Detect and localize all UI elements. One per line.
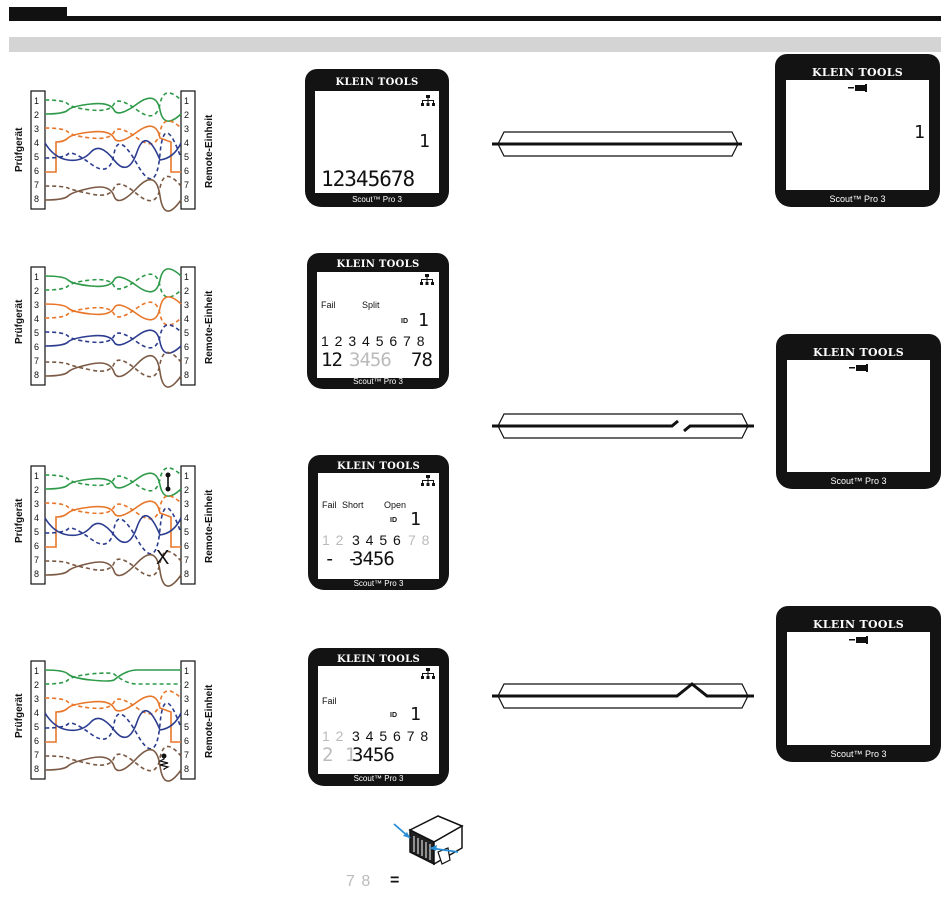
lcd-id-value: 1: [419, 131, 430, 152]
tester-device-1: KLEIN TOOLS 1 12345678 Scout™ Pro 3: [305, 69, 449, 207]
status-fail: Fail: [322, 696, 337, 706]
id-label: ID: [390, 712, 397, 719]
legend-equals: =: [390, 872, 400, 889]
wiring-diagram-svg: [30, 465, 196, 587]
pin-row-bottom-left: 12: [321, 349, 343, 371]
lcd-pin-row: 12345678: [321, 167, 415, 191]
remote-label: Remote-Einheit: [204, 489, 215, 563]
tester-device-4: KLEIN TOOLS Fail ID 1 1 2 3 4 5 6 7 8 2 …: [308, 648, 449, 786]
tester-device-2: KLEIN TOOLS Fail Split ID 1 1 2 3 4 5 6 …: [307, 253, 449, 389]
id-label: ID: [401, 318, 408, 325]
plug-icon: [849, 636, 868, 644]
lcd-id-value: 1: [410, 509, 421, 530]
status-fail: Fail: [322, 500, 337, 510]
wiring-diagram-svg: [30, 266, 196, 388]
model-label: Scout™ Pro 3: [830, 749, 887, 759]
id-label: ID: [390, 517, 397, 524]
rj45-connector-icon: [393, 815, 464, 866]
lcd-id-value: 1: [418, 310, 429, 331]
remote-unit-1: KLEIN TOOLS 1 Scout™ Pro 3: [775, 54, 940, 207]
pin-row-bottom-blink: 3456: [349, 349, 392, 371]
legend-pins: 7 8: [346, 873, 372, 890]
status-split: Split: [362, 300, 380, 310]
fault-open-mark: X: [156, 547, 170, 569]
section-bar: [9, 37, 941, 52]
remote-screen: [787, 632, 930, 745]
cable-kink: [492, 682, 754, 709]
network-icon: [421, 475, 435, 486]
tester-device-3: KLEIN TOOLS Fail Short Open ID 1 1 2 3 4…: [308, 455, 449, 590]
pin-row-top: 1 2 3 4 5 6 7 8: [321, 333, 426, 349]
model-label: Scout™ Pro 3: [353, 579, 404, 588]
header-rule: [9, 16, 941, 21]
remote-unit-2: KLEIN TOOLS Scout™ Pro 3: [776, 334, 941, 489]
brand-logo: KLEIN TOOLS: [812, 346, 905, 359]
pin-row-bottom-right: 78: [411, 349, 433, 371]
lcd-screen: Fail Split ID 1 1 2 3 4 5 6 7 8 12 3456 …: [317, 272, 439, 378]
wiring-diagram-svg: [30, 90, 196, 212]
model-label: Scout™ Pro 3: [830, 476, 887, 486]
brand-logo: KLEIN TOOLS: [336, 654, 421, 665]
remote-label: Remote-Einheit: [204, 290, 215, 364]
brand-logo: KLEIN TOOLS: [811, 66, 904, 79]
plug-icon: [849, 364, 868, 372]
brand-logo: KLEIN TOOLS: [336, 461, 421, 472]
brand-logo: KLEIN TOOLS: [335, 77, 419, 88]
pin-row-top-faint-right: 7 8: [408, 532, 431, 548]
pin-row-top: 3 4 5 6: [352, 532, 402, 548]
remote-screen: 1: [786, 80, 929, 190]
lcd-screen: 1 12345678: [315, 91, 439, 193]
network-icon: [420, 274, 434, 285]
model-label: Scout™ Pro 3: [352, 195, 402, 204]
tester-label: Prüfgerät: [14, 498, 25, 543]
pin-row-bottom: 3456: [352, 744, 395, 766]
lcd-screen: Fail ID 1 1 2 3 4 5 6 7 8 2 1 3456: [318, 666, 439, 774]
remote-label: Remote-Einheit: [204, 684, 215, 758]
pin-row-top-faint: 1 2: [322, 728, 345, 744]
pin-row-bottom: 3456: [352, 548, 395, 570]
tester-label: Prüfgerät: [14, 299, 25, 344]
pin-row-bottom-faint: 2 1: [322, 744, 357, 766]
status-fail: Fail: [321, 300, 336, 310]
lcd-id-value: 1: [410, 704, 421, 725]
cable-ok: [492, 131, 742, 157]
pin-row-bottom-dashes: - -: [324, 548, 359, 570]
remote-screen: [787, 360, 930, 472]
plug-icon: [848, 84, 867, 92]
remote-unit-3: KLEIN TOOLS Scout™ Pro 3: [776, 606, 941, 762]
network-icon: [421, 668, 435, 679]
pin-row-top-faint-left: 1 2: [322, 532, 345, 548]
wiring-diagram-svg: [30, 660, 196, 782]
model-label: Scout™ Pro 3: [829, 194, 886, 204]
status-short: Short: [342, 500, 364, 510]
network-icon: [421, 95, 435, 106]
brand-logo: KLEIN TOOLS: [336, 259, 420, 270]
cable-split: [492, 413, 754, 439]
tester-label: Prüfgerät: [14, 127, 25, 172]
remote-id-value: 1: [914, 122, 925, 143]
lcd-screen: Fail Short Open ID 1 1 2 3 4 5 6 7 8 - -…: [318, 473, 439, 579]
model-label: Scout™ Pro 3: [353, 774, 404, 783]
remote-label: Remote-Einheit: [204, 114, 215, 188]
tester-label: Prüfgerät: [14, 693, 25, 738]
model-label: Scout™ Pro 3: [353, 377, 403, 386]
pin-row-top: 3 4 5 6 7 8: [352, 728, 430, 744]
brand-logo: KLEIN TOOLS: [812, 618, 905, 631]
status-open: Open: [384, 500, 407, 510]
